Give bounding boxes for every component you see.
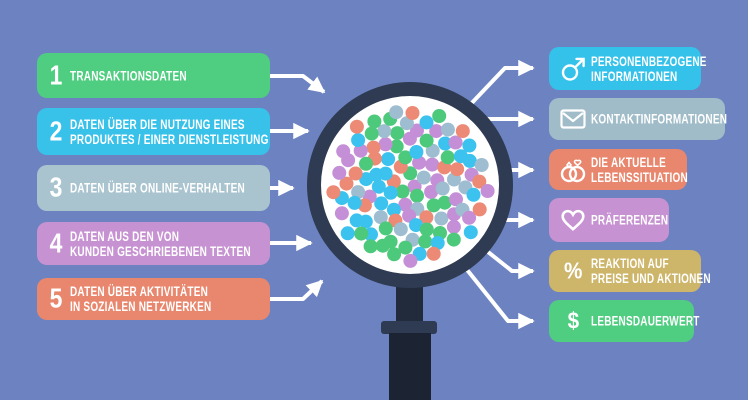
left-item-label: TRANSAKTIONSDATEN (70, 68, 187, 83)
right-item-kontaktinformationen: KONTAKTINFORMATIONEN (549, 98, 727, 140)
left-item-number: 3 (49, 171, 63, 203)
connector-left-5 (270, 279, 324, 301)
label-line: PERSONENBEZOGENE (591, 53, 707, 69)
left-item-nutzungsdaten: 2 DATEN ÜBER DIE NUTZUNG EINES PRODUKTES… (37, 108, 270, 155)
dollar-icon: $ (557, 308, 589, 335)
wedding-rings-icon (557, 157, 589, 183)
envelope-icon (557, 109, 589, 129)
label-line: DATEN ÜBER ONLINE-VERHALTEN (70, 180, 245, 196)
label-line: PREISE UND AKTIONEN (591, 271, 711, 286)
connector-right-6 (462, 264, 535, 330)
right-item-label: KONTAKTINFORMATIONEN (591, 112, 727, 127)
left-item-number: 1 (49, 58, 63, 90)
dollar-glyph: $ (567, 307, 579, 334)
right-item-label: REAKTION AUF PREISE UND AKTIONEN (591, 256, 711, 286)
label-line: DATEN ÜBER AKTIVITÄTEN (70, 284, 209, 299)
left-item-label: DATEN ÜBER DIE NUTZUNG EINES PRODUKTES /… (70, 117, 269, 147)
connector-right-5 (476, 242, 535, 280)
heart-icon (557, 208, 589, 232)
right-item-praeferenzen: PRÄFERENZEN (549, 198, 669, 242)
right-item-label: PERSONENBEZOGENE INFORMATIONEN (591, 54, 707, 84)
connector-right-1 (466, 59, 535, 109)
label-line: IN SOZIALEN NETZWERKEN (70, 299, 212, 314)
right-item-label: PRÄFERENZEN (591, 213, 668, 228)
right-item-preisreaktion: % REAKTION AUF PREISE UND AKTIONEN (549, 250, 711, 292)
label-line: DIE AKTUELLE (591, 154, 667, 170)
left-item-number: 2 (49, 114, 63, 146)
label-line: PRÄFERENZEN (591, 212, 669, 228)
label-line: TRANSAKTIONSDATEN (70, 68, 187, 83)
left-item-label: DATEN AUS DEN VON KUNDEN GESCHRIEBENEN T… (70, 229, 251, 259)
right-item-label: DIE AKTUELLE LEBENSSITUATION (591, 155, 688, 185)
label-line: PRODUKTES / EINER DIENSTLEISTUNG (70, 131, 269, 147)
label-line: REAKTION AUF (591, 256, 669, 271)
connector-group (270, 59, 535, 330)
left-item-number: 4 (49, 226, 63, 258)
left-item-number: 5 (49, 282, 63, 314)
left-item-transaktionsdaten: 1 TRANSAKTIONSDATEN (37, 53, 270, 98)
label-line: LEBENSSITUATION (591, 169, 688, 185)
percent-glyph: % (563, 257, 583, 284)
label-line: LEBENSDAUERWERT (591, 313, 700, 329)
label-line: INFORMATIONEN (591, 68, 678, 84)
left-item-online-verhalten: 3 DATEN ÜBER ONLINE-VERHALTEN (37, 165, 270, 211)
right-item-lebenssituation: DIE AKTUELLE LEBENSSITUATION (549, 149, 688, 190)
right-item-lebensdauerwert: $ LEBENSDAUERWERT (549, 300, 699, 342)
percent-icon: % (557, 258, 589, 285)
left-item-label: DATEN ÜBER ONLINE-VERHALTEN (70, 181, 245, 196)
label-line: DATEN ÜBER DIE NUTZUNG EINES (70, 116, 245, 132)
left-item-soziale-netzwerke: 5 DATEN ÜBER AKTIVITÄTEN IN SOZIALEN NET… (37, 278, 270, 320)
label-line: DATEN AUS DEN VON (70, 228, 180, 244)
left-item-kundentexte: 4 DATEN AUS DEN VON KUNDEN GESCHRIEBENEN… (37, 222, 270, 265)
right-item-label: LEBENSDAUERWERT (591, 314, 700, 329)
left-item-label: DATEN ÜBER AKTIVITÄTEN IN SOZIALEN NETZW… (70, 284, 211, 314)
label-line: KUNDEN GESCHRIEBENEN TEXTEN (70, 243, 251, 259)
right-item-personenbezogene-informationen: PERSONENBEZOGENE INFORMATIONEN (549, 47, 706, 90)
male-icon (557, 55, 589, 82)
connector-left-1 (270, 74, 326, 94)
label-line: KONTAKTINFORMATIONEN (591, 111, 728, 127)
